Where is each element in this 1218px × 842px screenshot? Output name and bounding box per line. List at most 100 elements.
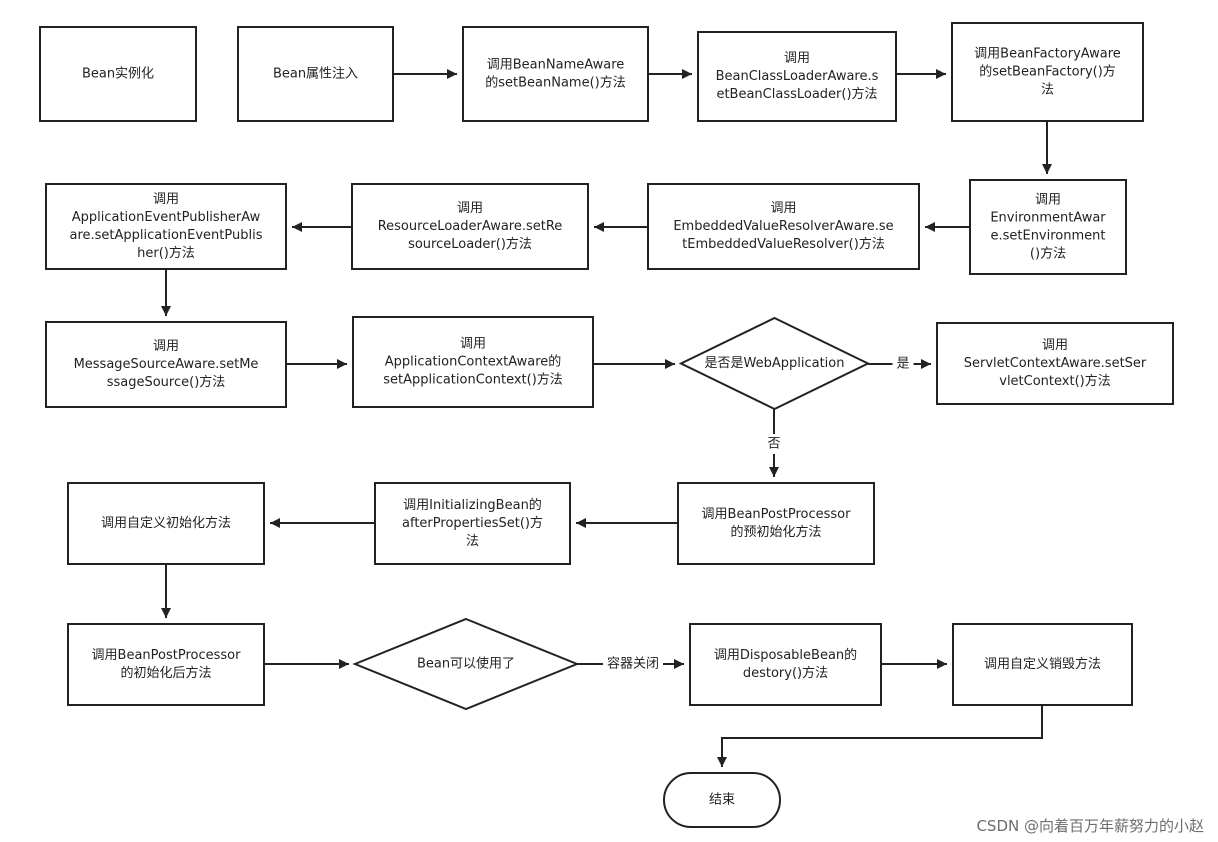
node-label-line: ServletContextAware.setSer (964, 356, 1147, 371)
node-label-line: 调用BeanFactoryAware (974, 47, 1121, 62)
node-shape (45, 183, 287, 270)
node-label-line: her()方法 (137, 245, 195, 261)
node-disposable-bean: 调用DisposableBean的 destory()方法 (689, 623, 882, 706)
node-end: 结束 (663, 772, 781, 828)
node-shape (374, 482, 571, 565)
node-label-line: setApplicationContext()方法 (383, 372, 563, 388)
node-shape (352, 316, 594, 408)
node-label-line: 调用 (153, 339, 179, 354)
node-shape (67, 623, 265, 706)
node-app-event-publisher-aware: 调用 ApplicationEventPublisherAw are.setAppl… (45, 183, 287, 270)
node-label-line: afterPropertiesSet()方 (402, 515, 543, 531)
node-custom-destroy: 调用自定义销毁方法 (952, 623, 1133, 706)
node-shape (67, 482, 265, 565)
node-is-web-application: 是否是WebApplication (678, 316, 871, 411)
node-label-line: 调用DisposableBean的 (714, 647, 857, 663)
node-label-line: 调用InitializingBean的 (403, 497, 542, 513)
node-label-line: Bean属性注入 (273, 67, 358, 82)
node-label-line: Bean可以使用了 (417, 656, 515, 672)
node-label-line: 调用 (770, 201, 796, 216)
node-app-context-aware: 调用 ApplicationContextAware的 setApplication… (352, 316, 594, 408)
node-resource-loader-aware: 调用 ResourceLoaderAware.setRe sourceLoader(… (351, 183, 589, 270)
node-label-line: 调用 (153, 192, 179, 207)
node-shape (39, 26, 197, 122)
nodes-layer: Bean实例化 Bean属性注入 调用BeanNameAware 的setBeanNa… (39, 22, 1174, 828)
node-label-line: 的setBeanFactory()方 (979, 64, 1116, 80)
node-shape (677, 482, 875, 565)
arrow-connector (717, 705, 1043, 767)
node-custom-init: 调用自定义初始化方法 (67, 482, 265, 565)
edge-label-yes: 是 (896, 357, 909, 372)
node-bean-instantiate: Bean实例化 (39, 26, 197, 122)
edge-label-background (763, 434, 785, 454)
node-label-line: are.setApplicationEventPublis (69, 228, 262, 243)
node-embedded-resolver-aware: 调用 EmbeddedValueResolverAware.se tEmbedded… (647, 183, 920, 270)
node-label-line: BeanClassLoaderAware.s (716, 69, 879, 84)
node-shape (951, 22, 1144, 122)
node-label-line: 调用 (457, 201, 483, 216)
node-bean-classloader-aware: 调用 BeanClassLoaderAware.s etBeanClassLoade… (697, 31, 897, 122)
node-shape (45, 321, 287, 408)
node-shape (689, 623, 882, 706)
edge-label-background (892, 354, 914, 374)
node-label-line: etBeanClassLoader()方法 (716, 86, 877, 102)
node-label-line: 是否是WebApplication (705, 356, 845, 371)
node-message-source-aware: 调用 MessageSourceAware.setMe ssageSource()方… (45, 321, 287, 408)
node-post-processor-after: 调用BeanPostProcessor 的初始化后方法 (67, 623, 265, 706)
watermark: CSDN @向着百万年薪努力的小赵 (976, 817, 1204, 835)
node-shape (647, 183, 920, 270)
node-post-processor-before: 调用BeanPostProcessor 的预初始化方法 (677, 482, 875, 565)
node-label-line: 调用 (1042, 338, 1068, 353)
node-label-line: sourceLoader()方法 (408, 236, 532, 252)
node-label-line: EnvironmentAwar (990, 211, 1106, 226)
node-label-line: 调用 (460, 337, 486, 352)
node-label-line: 的初始化后方法 (120, 665, 211, 681)
node-shape (462, 26, 649, 122)
node-label-line: destory()方法 (743, 665, 828, 681)
node-label-line: 法 (466, 534, 479, 549)
node-initializing-bean: 调用InitializingBean的 afterPropertiesSet()方… (374, 482, 571, 565)
node-shape (237, 26, 394, 122)
node-shape (663, 772, 781, 828)
node-bean-name-aware: 调用BeanNameAware 的setBeanName()方法 (462, 26, 649, 122)
node-label-line: 的setBeanName()方法 (485, 75, 626, 91)
node-label-line: MessageSourceAware.setMe (74, 357, 259, 372)
node-label-line: 调用 (784, 51, 810, 66)
node-shape (936, 322, 1174, 405)
node-label-line: 调用BeanPostProcessor (702, 507, 852, 522)
node-label-line: ApplicationEventPublisherAw (72, 210, 261, 225)
edge-label-container-closed: 容器关闭 (607, 656, 659, 672)
node-label-line: 调用 (1035, 193, 1061, 208)
node-shape (952, 623, 1133, 706)
node-label-line: tEmbeddedValueResolver()方法 (682, 236, 885, 252)
node-label-line: ApplicationContextAware的 (385, 354, 562, 370)
node-label-line: 的预初始化方法 (730, 524, 821, 540)
node-bean-inject: Bean属性注入 (237, 26, 394, 122)
node-label-line: EmbeddedValueResolverAware.se (673, 219, 893, 234)
node-servlet-context-aware: 调用 ServletContextAware.setSer vletContext(… (936, 322, 1174, 405)
node-bean-factory-aware: 调用BeanFactoryAware 的setBeanFactory()方法 (951, 22, 1144, 122)
edge-label-background (603, 654, 663, 674)
node-shape (351, 183, 589, 270)
node-shape (697, 31, 897, 122)
node-label-line: vletContext()方法 (999, 373, 1110, 389)
node-label-line: 结束 (709, 793, 735, 808)
node-label-line: 调用自定义初始化方法 (101, 515, 231, 531)
node-environment-aware: 调用 EnvironmentAwar e.setEnvironment ()方法 (969, 179, 1127, 275)
node-shape (678, 316, 871, 411)
node-label-line: ResourceLoaderAware.setRe (378, 219, 563, 234)
node-label-line: 调用BeanPostProcessor (92, 648, 242, 663)
node-label-line: 调用BeanNameAware (487, 58, 625, 73)
node-shape (969, 179, 1127, 275)
node-bean-usable: Bean可以使用了 (352, 617, 580, 711)
node-label-line: Bean实例化 (82, 67, 154, 82)
node-label-line: 调用自定义销毁方法 (984, 656, 1101, 672)
edge-label-no: 否 (767, 437, 780, 452)
node-label-line: ()方法 (1030, 246, 1066, 262)
node-label-line: ssageSource()方法 (107, 374, 226, 390)
node-shape (352, 617, 580, 711)
node-label-line: 法 (1041, 83, 1054, 98)
node-label-line: e.setEnvironment (990, 229, 1105, 244)
